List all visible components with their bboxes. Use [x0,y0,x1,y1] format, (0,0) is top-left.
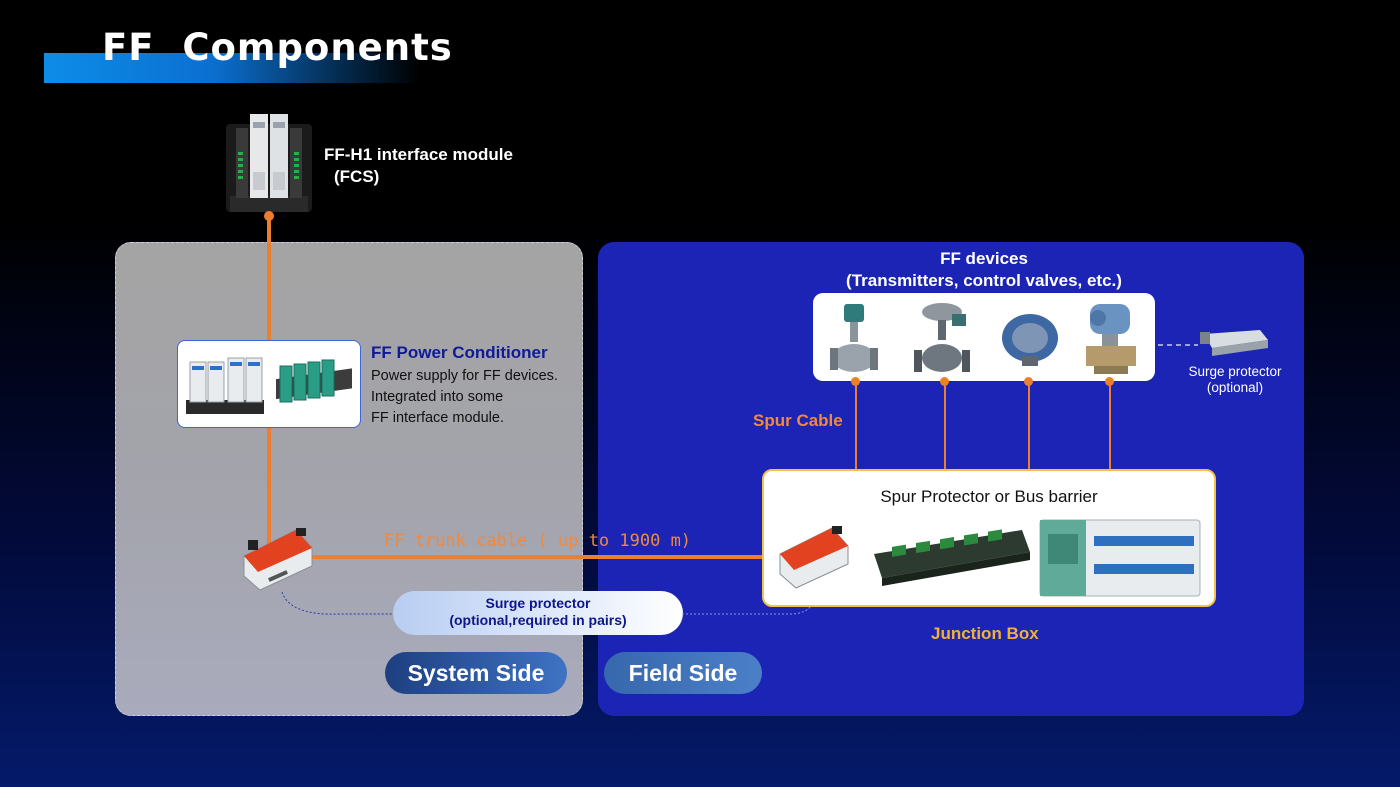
spur-dot-1 [851,377,860,386]
fcs-module-icon [226,114,312,212]
bus-barrier-icon [1039,519,1201,597]
fcs-label-line1: FF-H1 interface module [324,145,513,164]
field-surge-protector-label: Surge protector (optional) [1180,364,1290,396]
pressure-transmitter-icon [1086,304,1136,374]
control-valve-icon [914,303,970,372]
flowmeter-icon [830,304,878,372]
trunk-surge-protector-line2: (optional,required in pairs) [449,612,627,628]
trunk-cable-label: FF trunk cable ( up to 1900 m) [384,531,692,551]
title-accent-bar [44,53,420,83]
fcs-label: FF-H1 interface module (FCS) [324,144,513,188]
spur-cable-3 [1028,382,1030,470]
power-conditioner-description: Power supply for FF devices. Integrated … [371,368,558,426]
field-side-pill: Field Side [604,652,762,694]
field-surge-protector-line1: Surge protector [1188,364,1282,379]
spur-dot-3 [1024,377,1033,386]
fcs-label-line2: (FCS) [334,167,380,186]
junction-box-label: Junction Box [931,624,1039,643]
trunk-surge-protector-line1: Surge protector [485,595,591,611]
junction-surge-protector-icon [779,526,849,589]
field-surge-protector-line2: (optional) [1206,380,1264,395]
power-conditioner-title: FF Power Conditioner [371,343,548,362]
spur-cable-1 [855,382,857,470]
spur-cable-2 [944,382,946,470]
fcs-connection-dot [264,211,274,221]
ff-devices-title-line2: (Transmitters, control valves, etc.) [846,271,1122,290]
spur-dot-4 [1105,377,1114,386]
spur-protector-icon [874,529,1030,586]
power-conditioner-icon [186,357,352,414]
spur-dot-2 [940,377,949,386]
surge-link-dashed-right [682,593,815,615]
system-side-panel [115,242,583,716]
system-side-pill: System Side [385,652,567,694]
trunk-surge-protector-pill: Surge protector (optional,required in pa… [393,591,683,635]
trunk-cable [300,555,762,559]
spur-cable-label: Spur Cable [753,411,843,430]
page-title: FF Components [102,26,453,69]
surge-link-dashed-left [281,591,408,615]
temperature-transmitter-icon [1002,314,1058,366]
junction-box-inner-title: Spur Protector or Bus barrier [880,487,1098,506]
spur-cable-4 [1109,382,1111,470]
ff-devices-title: FF devices (Transmitters, control valves… [813,248,1155,292]
ff-devices-title-line1: FF devices [940,249,1028,268]
field-surge-dashed-link [1158,344,1198,346]
surge-protector-icon [243,528,313,591]
field-surge-protector-icon [1200,330,1268,356]
